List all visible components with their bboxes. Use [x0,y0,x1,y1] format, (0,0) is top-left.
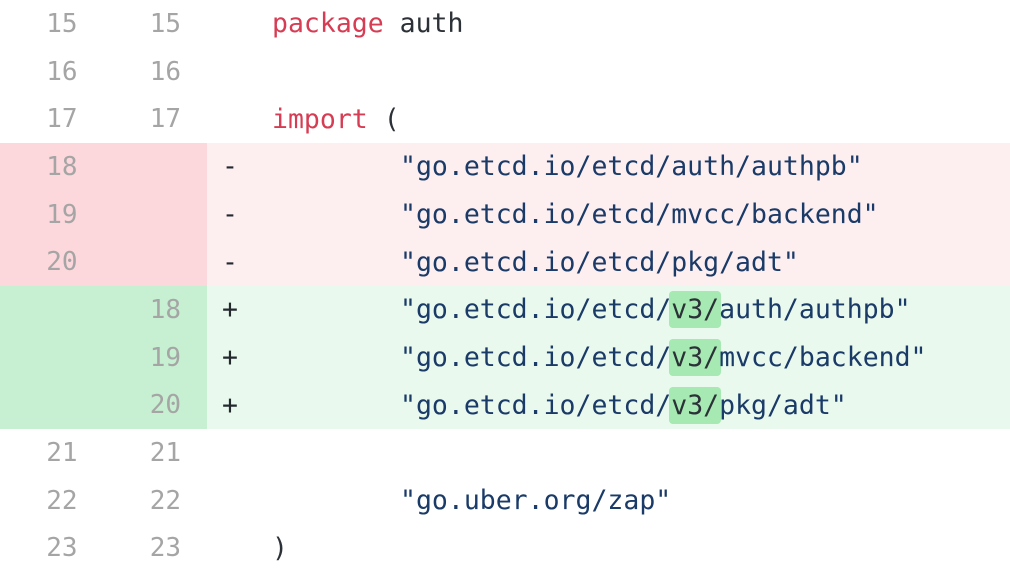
code-segment: "go.etcd.io/etcd/ [400,342,672,374]
code-cell: "go.uber.org/zap" [207,476,1010,525]
diff-line: 22 22 "go.uber.org/zap" [0,476,1010,525]
diff-line: 18 - "go.etcd.io/etcd/auth/authpb" [0,143,1010,191]
diff-line: 23 23 ) [0,524,1010,572]
old-line-number[interactable]: 21 [0,429,104,477]
code-text: ) [272,533,288,564]
new-line-number[interactable]: 23 [103,524,207,572]
diff-line: 19 + "go.etcd.io/etcd/v3/mvcc/backend" [0,333,1010,382]
code-segment: "go.etcd.io/etcd/ [400,389,672,421]
diff-marker: - [222,246,238,278]
new-line-number[interactable]: 19 [103,333,207,382]
code-segment: "go.etcd.io/etcd/auth/authpb" [400,151,863,183]
code-text: "go.etcd.io/etcd/v3/mvcc/backend" [272,339,927,377]
code-text: "go.uber.org/zap" [272,485,671,516]
old-line-number[interactable]: 23 [0,524,104,572]
new-line-number[interactable] [103,190,207,239]
old-line-number[interactable]: 16 [0,47,104,96]
diff-line: 16 16 [0,47,1010,96]
old-line-number[interactable]: 20 [0,238,104,287]
diff-marker: - [222,199,238,231]
diff-marker: + [222,342,238,374]
code-text: "go.etcd.io/etcd/mvcc/backend" [272,199,879,230]
diff-line: 18 + "go.etcd.io/etcd/v3/auth/authpb" [0,286,1010,334]
diff-marker: + [222,389,238,421]
code-text: package auth [272,8,463,39]
code-text: "go.etcd.io/etcd/pkg/adt" [272,247,799,278]
code-segment: auth/authpb" [719,294,911,326]
code-segment: pkg/adt" [719,389,847,421]
code-segment: "go.etcd.io/etcd/mvcc/backend" [400,199,879,231]
diff-line: 20 + "go.etcd.io/etcd/v3/pkg/adt" [0,381,1010,430]
code-cell [207,47,1010,96]
code-segment: "go.etcd.io/etcd/ [400,294,672,326]
old-line-number[interactable]: 22 [0,476,104,525]
code-segment: ( [367,103,400,135]
code-segment: mvcc/backend" [719,342,927,374]
code-cell: + "go.etcd.io/etcd/v3/pkg/adt" [207,381,1010,430]
diff-line: 17 17 import ( [0,95,1010,144]
old-line-number[interactable] [0,381,104,430]
new-line-number[interactable]: 20 [103,381,207,430]
code-cell: import ( [207,95,1010,144]
changed-word-highlight: v3/ [669,339,722,377]
changed-word-highlight: v3/ [669,386,722,424]
diff-marker: + [222,294,238,326]
new-line-number[interactable] [103,143,207,191]
code-segment: "go.etcd.io/etcd/pkg/adt" [400,246,799,278]
old-line-number[interactable]: 17 [0,95,104,144]
code-cell: + "go.etcd.io/etcd/v3/auth/authpb" [207,286,1010,334]
new-line-number[interactable]: 18 [103,286,207,334]
old-line-number[interactable] [0,286,104,334]
code-cell [207,429,1010,477]
code-cell: ) [207,524,1010,572]
new-line-number[interactable]: 21 [103,429,207,477]
code-segment: import [272,103,368,135]
old-line-number[interactable] [0,333,104,382]
code-cell: - "go.etcd.io/etcd/mvcc/backend" [207,190,1010,239]
code-segment: ) [272,532,288,564]
code-text: "go.etcd.io/etcd/v3/auth/authpb" [272,291,911,329]
old-line-number[interactable]: 15 [0,0,104,48]
diff-line: 20 - "go.etcd.io/etcd/pkg/adt" [0,238,1010,287]
changed-word-highlight: v3/ [669,291,722,329]
diff-marker: - [222,151,238,183]
diff-line: 15 15 package auth [0,0,1010,48]
code-segment: "go.uber.org/zap" [400,485,672,517]
code-cell: - "go.etcd.io/etcd/pkg/adt" [207,238,1010,287]
code-text: import ( [272,104,400,135]
old-line-number[interactable]: 18 [0,143,104,191]
code-text: "go.etcd.io/etcd/auth/authpb" [272,151,863,182]
new-line-number[interactable] [103,238,207,287]
code-cell: package auth [207,0,1010,48]
new-line-number[interactable]: 16 [103,47,207,96]
code-text: "go.etcd.io/etcd/v3/pkg/adt" [272,386,847,424]
diff-line: 21 21 [0,429,1010,477]
code-cell: + "go.etcd.io/etcd/v3/mvcc/backend" [207,333,1010,382]
code-cell: - "go.etcd.io/etcd/auth/authpb" [207,143,1010,191]
diff-line: 19 - "go.etcd.io/etcd/mvcc/backend" [0,190,1010,239]
code-segment: auth [383,8,464,40]
old-line-number[interactable]: 19 [0,190,104,239]
new-line-number[interactable]: 22 [103,476,207,525]
new-line-number[interactable]: 17 [103,95,207,144]
code-segment: package [272,8,384,40]
new-line-number[interactable]: 15 [103,0,207,48]
